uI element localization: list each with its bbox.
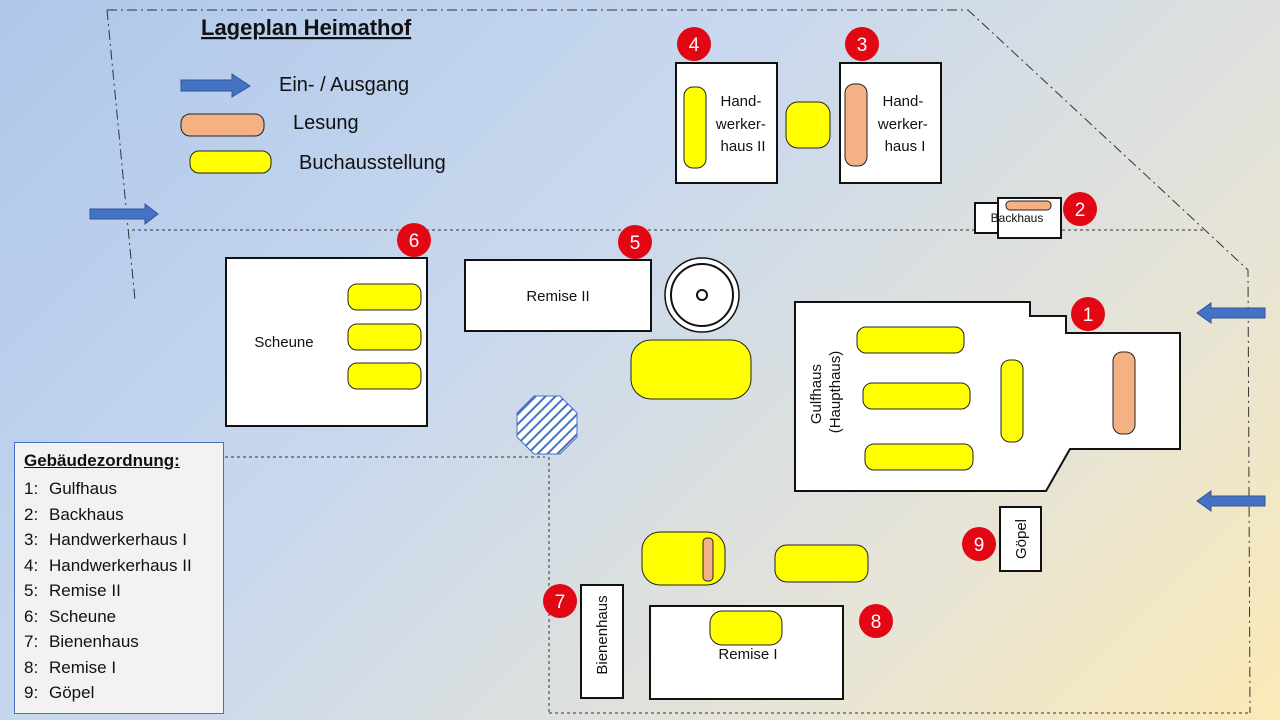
building-backhaus: Backhaus [974,197,1062,239]
assignment-item: 8:Remise I [24,657,117,677]
legend: Ein- / Ausgang Lesung Buchausstellung [180,73,446,174]
building-handwerkerhaus-2: Hand- werker- haus II [675,62,778,184]
exhibition-area [347,323,422,351]
building-goepel: Göpel [999,506,1042,572]
marker-1: 1 [1071,297,1105,331]
assignment-item: 7:Bienenhaus [24,632,139,651]
marker-7: 7 [543,584,577,618]
assignment-item: 6:Scheune [24,606,117,626]
svg-text:3: 3 [857,35,868,56]
marker-2: 2 [1063,192,1097,226]
building-assignment-panel: Gebäudezordnung: 1:Gulfhaus 2:Backhaus 3… [14,442,224,714]
legend-exhibition-swatch [189,150,272,174]
exhibition-area [347,362,422,390]
plan-title: Lageplan Heimathof [201,15,412,40]
legend-exhibition-label: Buchausstellung [299,152,446,174]
building-markers: 1 2 3 4 5 6 7 8 9 [397,27,1105,638]
assignment-item: 4:Handwerkerhaus II [24,555,192,575]
legend-entrance-label: Ein- / Ausgang [279,74,409,96]
building-label: Backhaus [991,211,1044,225]
exhibition-area-courtyard [630,339,752,400]
building-label: Scheune [254,334,313,351]
reading-area [1005,200,1052,211]
svg-text:6: 6 [409,231,420,252]
reading-area [844,83,868,167]
building-label: Hand- werker- haus I [877,93,932,155]
exhibition-area [862,382,971,410]
building-bienenhaus: Bienenhaus [580,584,624,699]
reading-area-courtyard [702,537,714,582]
building-label: Remise I [718,646,777,663]
building-label: Bienenhaus [594,595,611,674]
svg-text:7: 7 [555,592,566,613]
building-remise-1: Remise I [649,605,844,700]
marker-4: 4 [677,27,711,61]
exhibition-area [864,443,974,471]
entrance-arrow-west-icon [89,202,159,226]
building-label: Gulfhaus (Haupthaus) [808,351,844,434]
exhibition-area [856,326,965,354]
legend-arrow-icon [180,73,251,98]
building-handwerkerhaus-1: Hand- werker- haus I [839,62,942,184]
exhibition-area [347,283,422,311]
assignment-heading: Gebäudezordnung: [24,451,180,470]
exhibition-area [1000,359,1024,443]
building-remise-2: Remise II [464,259,652,332]
svg-text:9: 9 [974,535,985,556]
reading-area [1112,351,1136,435]
assignment-item: 9:Göpel [24,683,95,702]
marker-9: 9 [962,527,996,561]
legend-reading-label: Lesung [293,112,359,134]
hatched-octagon-area [516,395,578,455]
svg-text:8: 8 [871,612,882,633]
svg-text:2: 2 [1075,200,1086,221]
building-label: Hand- werker- haus II [715,93,770,155]
marker-6: 6 [397,223,431,257]
well-icon [664,257,740,333]
svg-text:4: 4 [689,35,700,56]
exhibition-area-courtyard [774,544,869,583]
exhibition-area-courtyard [785,101,831,149]
building-gulfhaus: Gulfhaus (Haupthaus) [794,301,1181,492]
boundary-left [106,9,136,301]
svg-text:5: 5 [630,233,641,254]
assignment-item: 3:Handwerkerhaus I [24,530,187,549]
marker-3: 3 [845,27,879,61]
building-scheune: Scheune [225,257,428,427]
building-label: Göpel [1013,519,1030,559]
assignment-item: 5:Remise II [24,581,121,600]
legend-reading-swatch [180,113,265,137]
marker-5: 5 [618,225,652,259]
exhibition-area [683,86,707,169]
svg-text:1: 1 [1083,305,1094,326]
assignment-item: 1:Gulfhaus [24,479,118,498]
assignment-item: 2:Backhaus [24,504,124,524]
entrance-arrow-east-top-icon [1196,302,1266,324]
boundary-outer [107,9,1251,714]
exhibition-area [709,610,783,646]
marker-8: 8 [859,604,893,638]
entrance-arrow-east-bottom-icon [1196,490,1266,512]
building-label: Remise II [526,288,589,305]
